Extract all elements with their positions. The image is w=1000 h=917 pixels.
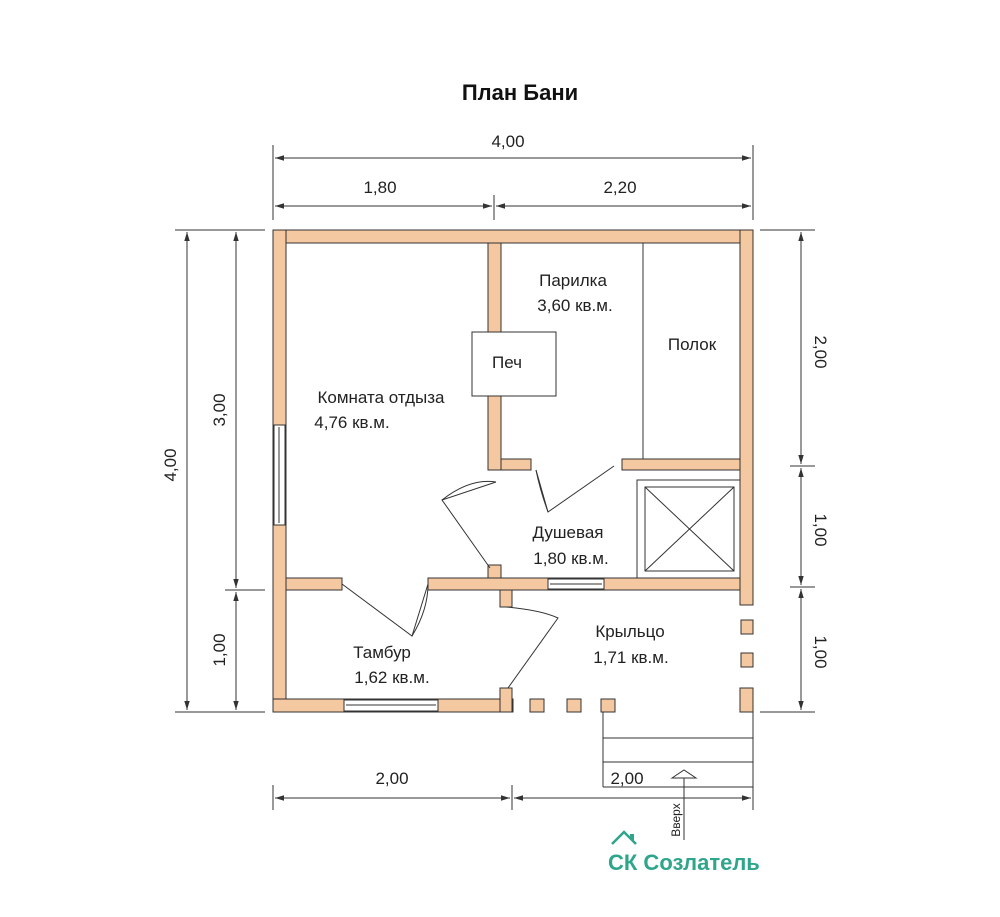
steam-room-area: 3,60 кв.м.	[537, 296, 612, 315]
up-arrow-icon	[670, 769, 698, 779]
rest-room-area: 4,76 кв.м.	[314, 413, 389, 432]
dim-bottom-right: 2,00	[610, 769, 643, 788]
left-dimensions: 4,00 3,00 1,00	[161, 229, 265, 713]
shelf-label: Полок	[668, 335, 717, 354]
stairs-up-label: Вверх	[669, 803, 683, 836]
right-dimensions: 2,00 1,00 1,00	[760, 229, 830, 713]
porch-area: 1,71 кв.м.	[593, 648, 668, 667]
room-labels: Комната отдыза 4,76 кв.м. Парилка 3,60 к…	[314, 271, 668, 687]
shower-tray	[636, 479, 741, 579]
rest-room-name: Комната отдыза	[318, 388, 446, 407]
company-logo: СК Созлатель	[608, 830, 760, 875]
dim-left-lower: 1,00	[210, 633, 229, 666]
shower-area: 1,80 кв.м.	[533, 549, 608, 568]
dim-bottom-left: 2,00	[375, 769, 408, 788]
walls	[272, 229, 754, 713]
dim-right-middle: 1,00	[811, 513, 830, 546]
vestibule-name: Тамбур	[353, 643, 411, 662]
windows	[273, 424, 605, 712]
stove	[471, 331, 557, 397]
dim-right-lower: 1,00	[811, 635, 830, 668]
bottom-dimensions: 2,00 2,00	[272, 769, 754, 810]
doors	[341, 465, 615, 689]
dim-top-left: 1,80	[363, 178, 396, 197]
dim-top-total: 4,00	[491, 132, 524, 151]
porch-stairs: Вверх	[602, 712, 754, 840]
dim-top-right: 2,20	[603, 178, 636, 197]
dim-left-total: 4,00	[161, 448, 180, 481]
stove-label: Печ	[492, 353, 522, 372]
shower-name: Душевая	[533, 523, 604, 542]
top-dimensions: 4,00 1,80 2,20	[272, 132, 754, 220]
logo-text: СК Созлатель	[608, 850, 760, 875]
porch-name: Крыльцо	[595, 622, 664, 641]
dim-right-upper: 2,00	[811, 335, 830, 368]
vestibule-area: 1,62 кв.м.	[354, 668, 429, 687]
plan-title: План Бани	[462, 80, 578, 105]
dim-left-upper: 3,00	[210, 393, 229, 426]
steam-room-name: Парилка	[539, 271, 607, 290]
